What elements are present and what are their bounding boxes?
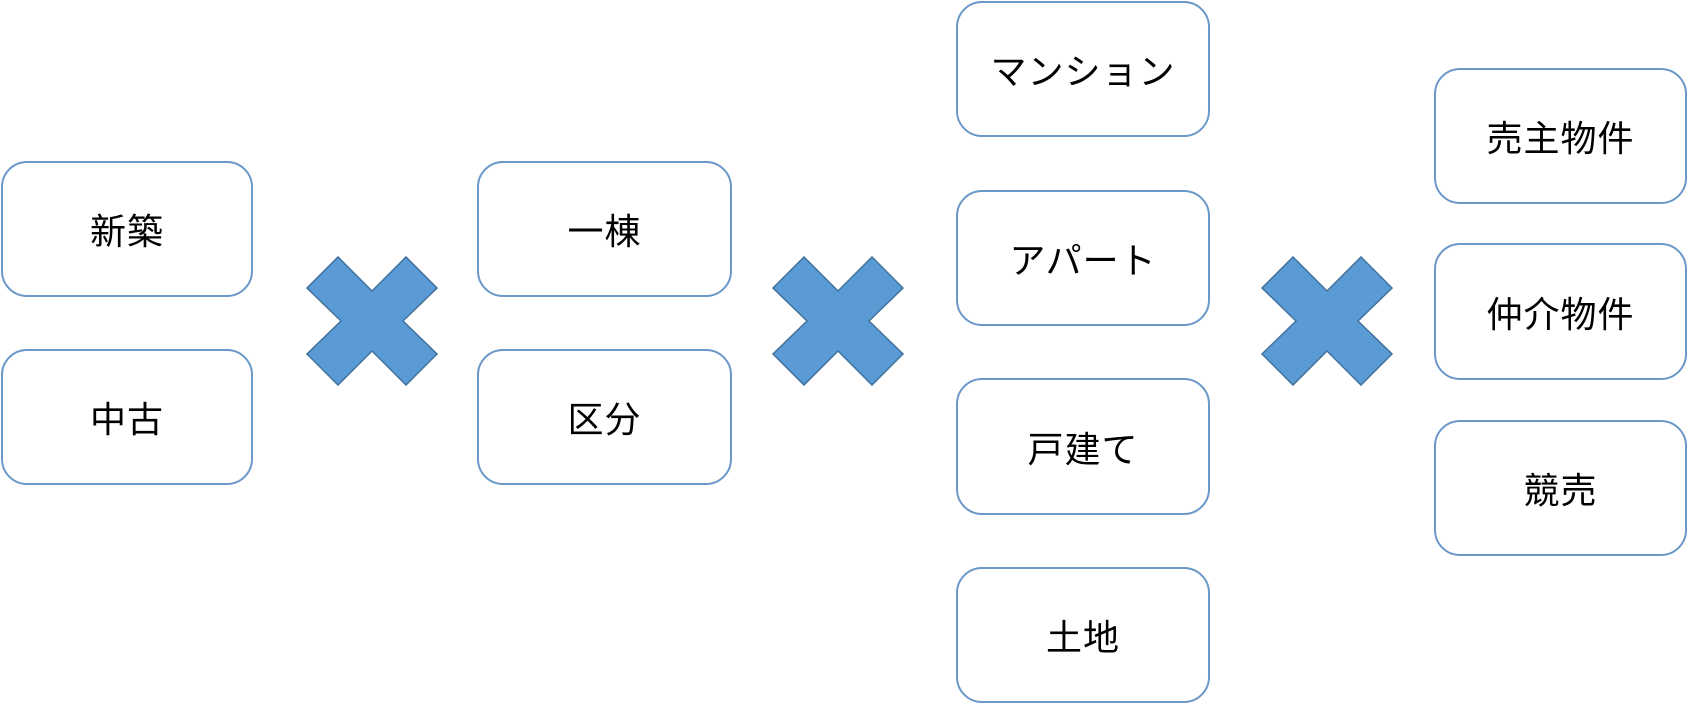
multiply-icon <box>772 256 904 386</box>
box-label: アパート <box>1009 241 1157 282</box>
box-label: 区分 <box>567 400 642 441</box>
box-label: 売主物件 <box>1486 119 1635 160</box>
multiply-icon <box>306 256 438 386</box>
box-label: 土地 <box>1045 618 1120 659</box>
box-label: 中古 <box>89 400 164 441</box>
box-mansion: マンション <box>956 1 1210 137</box>
multiply-icon <box>1261 256 1393 386</box>
box-kubun: 区分 <box>477 349 732 485</box>
box-seller-property: 売主物件 <box>1434 68 1687 204</box>
box-detached-house: 戸建て <box>956 378 1210 515</box>
box-label: 競売 <box>1523 471 1598 512</box>
box-auction: 競売 <box>1434 420 1687 556</box>
box-brokered-property: 仲介物件 <box>1434 243 1687 380</box>
box-label: 新築 <box>89 212 164 253</box>
box-shinchiku: 新築 <box>1 161 253 297</box>
box-label: 戸建て <box>1027 429 1139 471</box>
box-label: 一棟 <box>567 212 642 253</box>
box-chuko: 中古 <box>1 349 253 485</box>
box-label: マンション <box>990 52 1176 93</box>
box-itto: 一棟 <box>477 161 732 297</box>
box-label: 仲介物件 <box>1486 294 1635 336</box>
box-land: 土地 <box>956 567 1210 703</box>
box-apartment: アパート <box>956 190 1210 326</box>
